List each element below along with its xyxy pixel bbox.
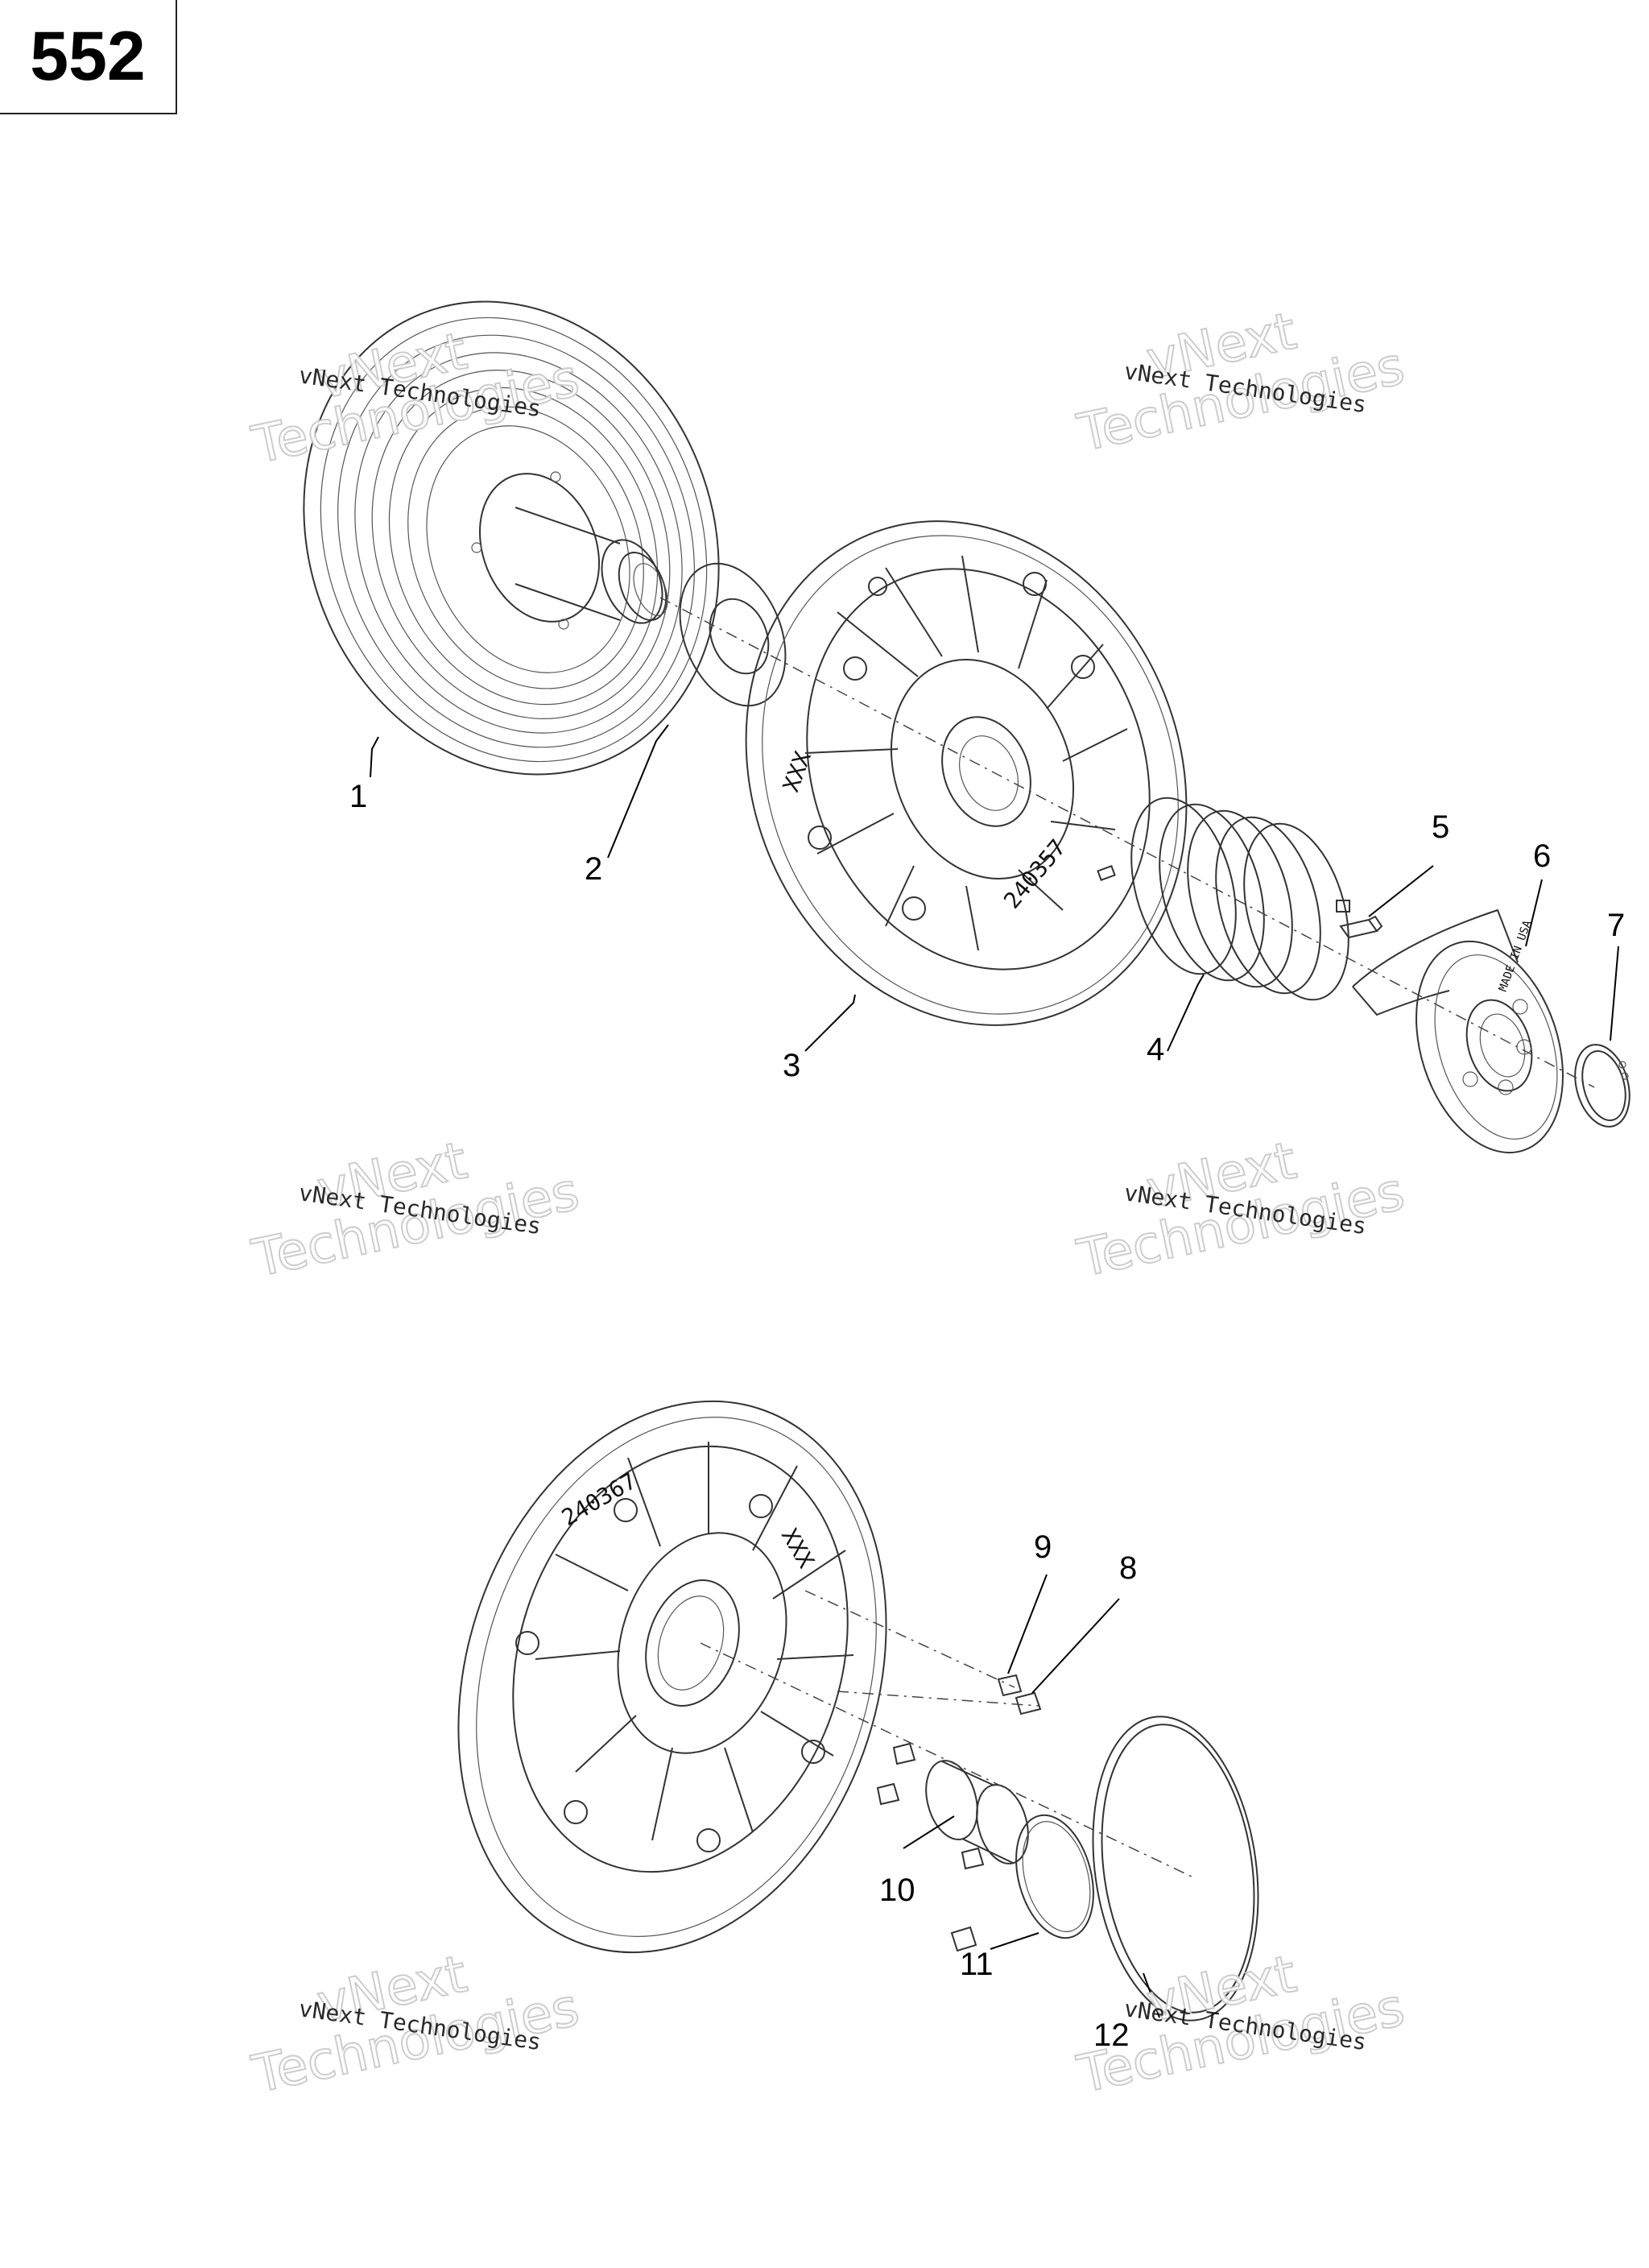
callout-11: 11: [960, 1947, 994, 1982]
callout-10: 10: [879, 1873, 915, 1908]
part-4-spring: [1097, 797, 1350, 1001]
watermark-3: vNext Technologies vNext Technologies: [246, 1130, 585, 1289]
part-10-bushing-sleeve: [925, 1760, 1029, 1864]
part-11-snap-ring: [1015, 1814, 1094, 1939]
callout-8: 8: [1119, 1550, 1137, 1586]
page-number: 552: [0, 0, 177, 114]
part-3-movable-sheave: 240357 XXX: [745, 520, 1188, 1026]
callout-3: 3: [783, 1048, 800, 1083]
watermark-2: vNext Technologies vNext Technologies: [1072, 300, 1411, 464]
part-5-slider-block: [1339, 915, 1383, 939]
part-6-cam: MADE IN USA: [1352, 908, 1564, 1154]
part-12-ring: [1092, 1715, 1259, 2022]
callout-9: 9: [1034, 1529, 1052, 1565]
callout-12: 12: [1093, 2018, 1130, 2053]
callout-6: 6: [1533, 838, 1551, 874]
part-8-roller-bushing: [1015, 1691, 1042, 1715]
watermark-5: vNext Technologies vNext Technologies: [246, 1943, 585, 2105]
watermark-1: vNext Technologies vNext Technologies: [246, 321, 585, 476]
sheave-marking-lower-xxx: XXX: [776, 1524, 820, 1572]
callout-1: 1: [349, 779, 367, 814]
part-7-retaining-ring: [1574, 1044, 1630, 1128]
watermark-6: vNext Technologies vNext Technologies: [1072, 1943, 1411, 2105]
callout-7: 7: [1607, 908, 1625, 943]
sheave-marking: 240357: [998, 834, 1071, 914]
part-9-roller: [997, 1674, 1023, 1697]
watermark-4: vNext Technologies vNext Technologies: [1072, 1130, 1411, 1289]
callout-4: 4: [1147, 1032, 1164, 1067]
callout-2: 2: [585, 851, 602, 887]
sheave-marking-xxx: XXX: [778, 747, 816, 795]
lower-sheave-rear: 240367 XXX: [457, 1400, 887, 1954]
callout-5: 5: [1432, 809, 1449, 845]
cap-marking: MADE IN USA: [1497, 918, 1535, 993]
part-1-fixed-sheave: [303, 300, 720, 776]
